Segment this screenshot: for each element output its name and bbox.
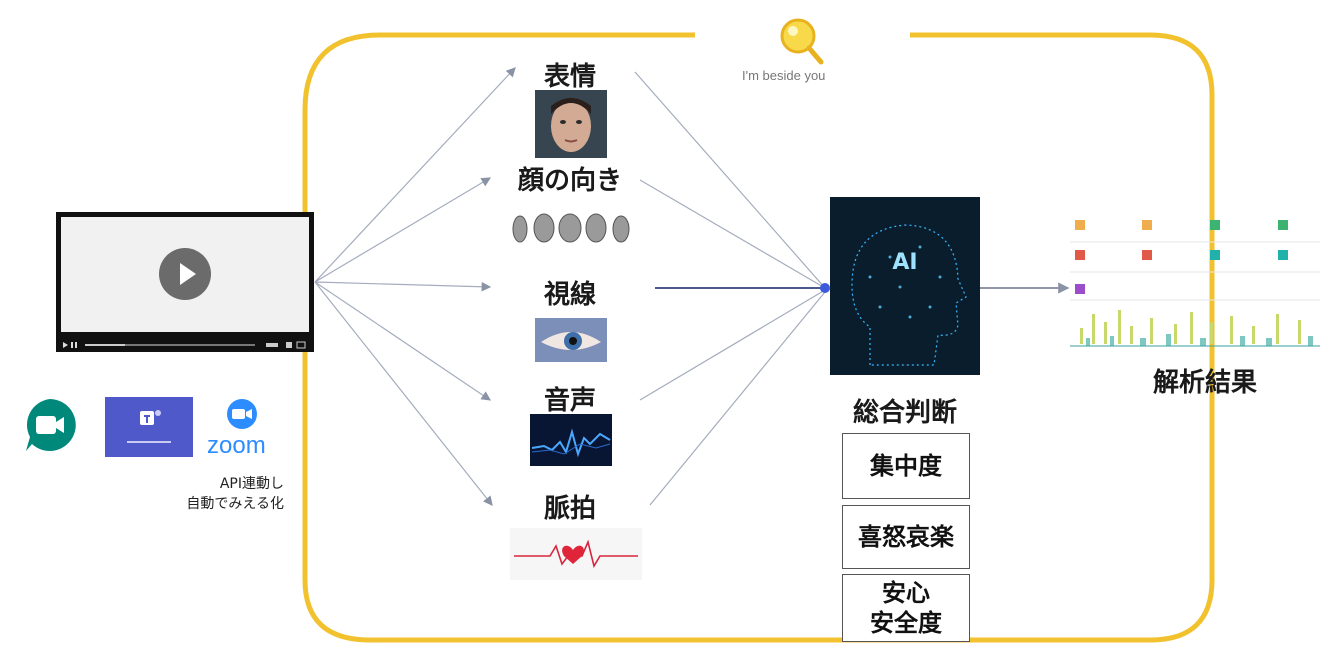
google-meet-icon — [22, 397, 78, 453]
metric-concentration: 集中度 — [842, 433, 970, 499]
microsoft-teams-icon — [105, 397, 193, 457]
zoom-icon — [222, 398, 262, 430]
feature-label-expression: 表情 — [543, 62, 596, 92]
integration-caption-line2: 自動でみえる化 — [186, 496, 284, 512]
pulse-heartbeat-image — [510, 528, 642, 580]
arrow-video-voice — [314, 281, 491, 401]
integration-caption: API連動し 自動でみえる化 — [130, 474, 284, 514]
metric-safety: 安心 安全度 — [842, 574, 970, 642]
system-frame — [302, 32, 1215, 643]
integration-caption-line1: API連動し — [219, 476, 284, 492]
arrow-video-face — [314, 177, 492, 283]
feature-label-gaze: 視線 — [543, 280, 596, 310]
brand-logo-text: I'm beside you — [742, 68, 826, 83]
judgment-label: 総合判断 — [852, 398, 957, 428]
magnifier-logo-icon — [774, 14, 830, 70]
arrow-video-pulse — [314, 281, 493, 506]
play-icon[interactable] — [159, 248, 211, 300]
video-player[interactable] — [56, 212, 314, 352]
ai-head-image: AI — [830, 197, 980, 375]
video-control-bar[interactable] — [61, 336, 309, 349]
face-direction-images — [508, 210, 633, 246]
analysis-result-chart — [1070, 210, 1320, 355]
face-expression-image — [535, 90, 607, 158]
ai-text: AI — [892, 250, 917, 275]
voice-waveform-image — [530, 414, 612, 466]
metric-emotion: 喜怒哀楽 — [842, 505, 970, 569]
result-label: 解析結果 — [1152, 368, 1257, 398]
zoom-wordmark: zoom — [207, 432, 266, 459]
gaze-eye-image — [535, 318, 607, 362]
arrow-video-gaze — [314, 281, 492, 292]
feature-label-face-direction: 顔の向き — [517, 166, 622, 196]
feature-label-voice: 音声 — [543, 386, 596, 416]
feature-label-pulse: 脈拍 — [543, 494, 596, 524]
arrow-video-expression — [314, 67, 516, 283]
